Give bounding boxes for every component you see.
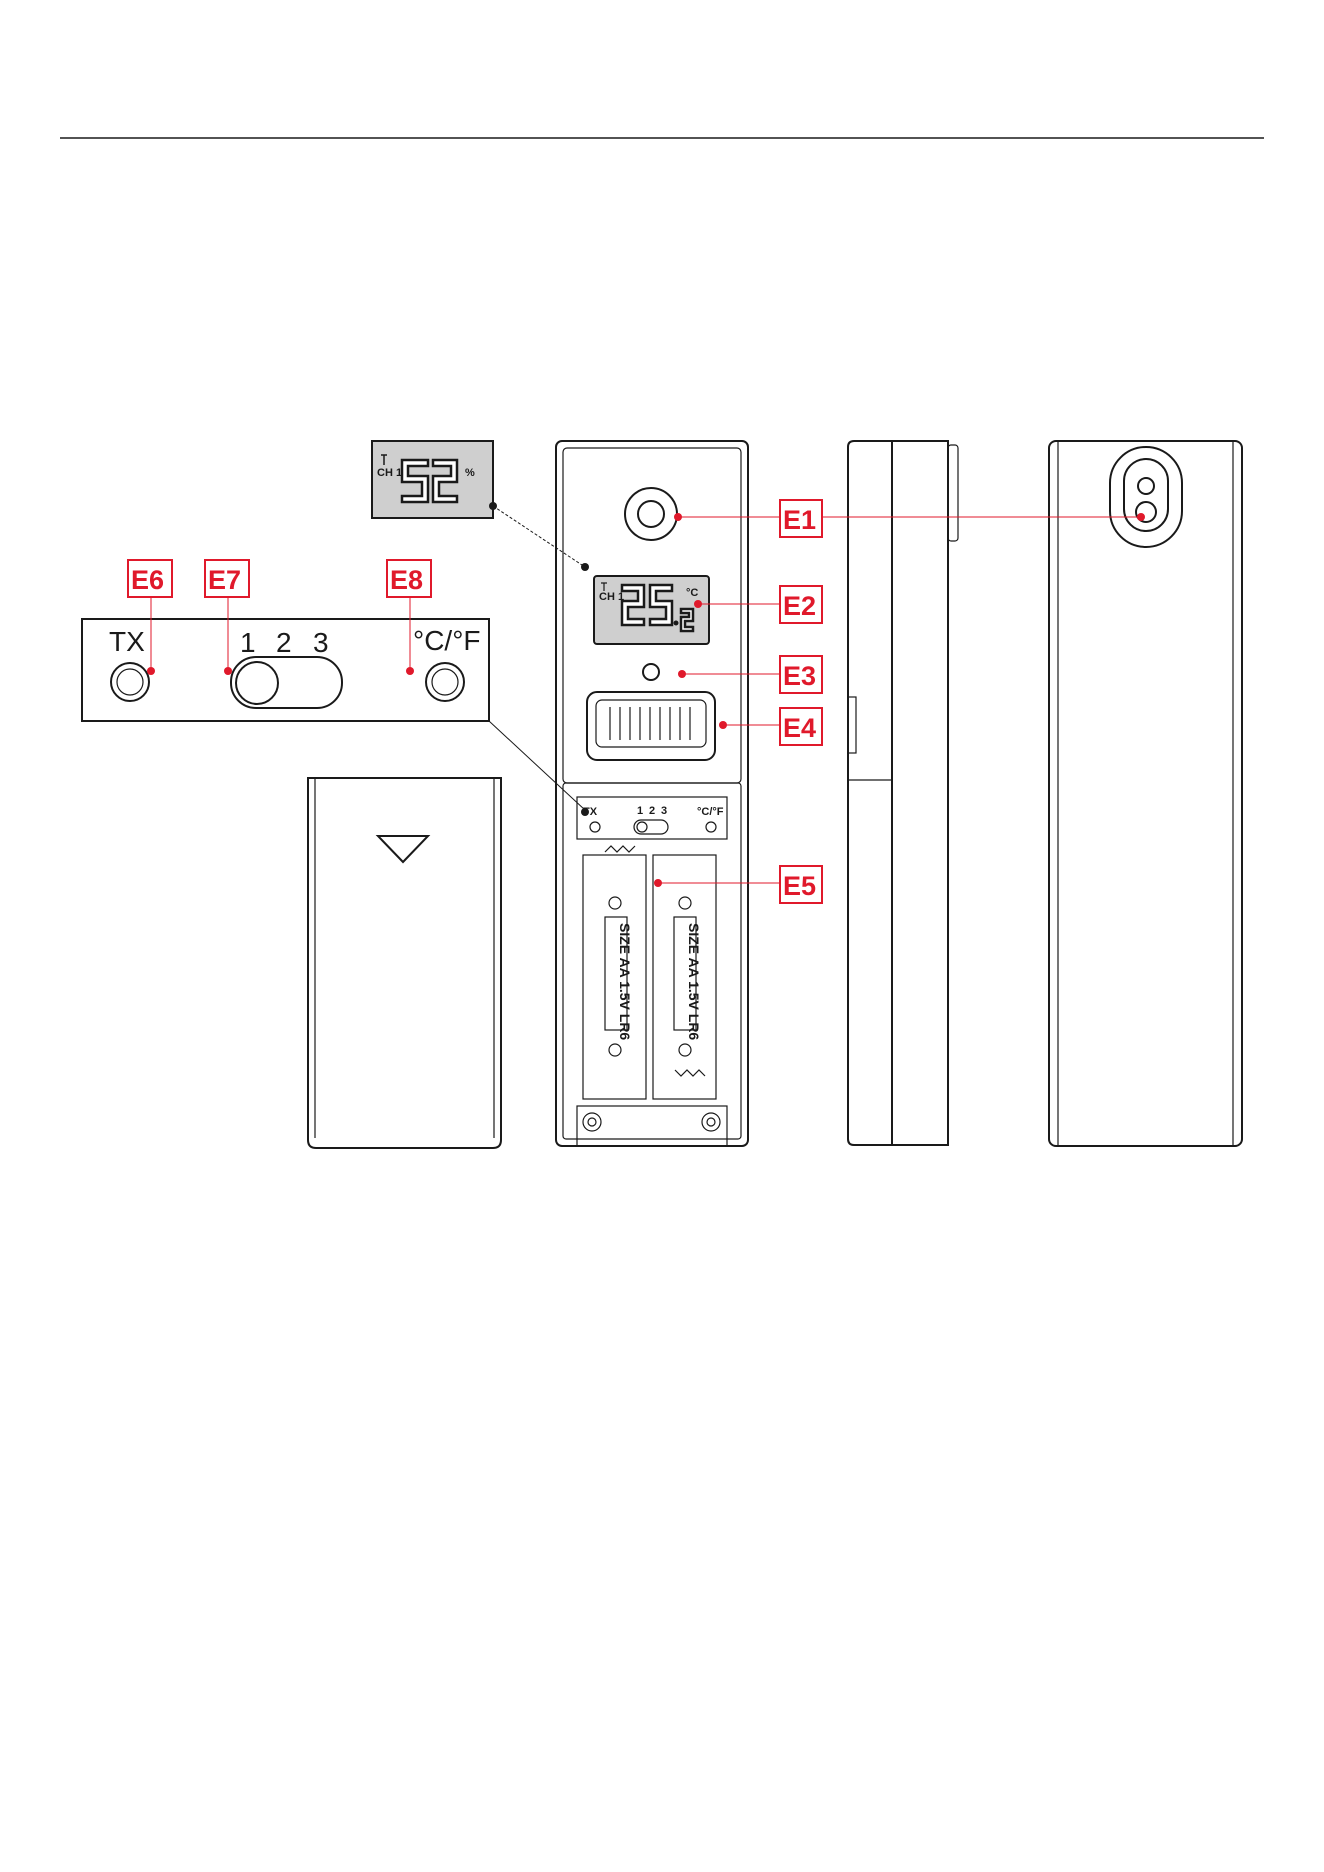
ch1-label: 1 [240,627,256,658]
temperature-display: CH 1 °C [594,576,709,644]
humidity-unit: % [465,467,475,479]
unit-label: °C/°F [413,625,481,656]
channel-switch-knob[interactable] [236,662,278,704]
battery-right: SIZE AA 1.5V LR6 [653,855,716,1099]
callout-e1: E1 [674,500,1145,537]
switch-panel: TX 1 2 3 °C/°F [82,619,489,721]
battery-right-label: SIZE AA 1.5V LR6 [686,923,702,1040]
callout-e7-label: E7 [208,565,241,595]
tx-label: TX [109,626,145,657]
callout-e3-label: E3 [783,661,816,691]
callout-e1-label: E1 [783,505,816,535]
temperature-unit: °C [686,587,698,599]
vent-grille [587,692,715,760]
humidity-leader [493,506,585,567]
battery-cover [308,778,501,1148]
small-unit-label: °C/°F [697,806,724,818]
battery-left: SIZE AA 1.5V LR6 [583,846,646,1099]
ch2-label: 2 [276,627,292,658]
side-view [848,441,958,1145]
callout-e5: E5 [654,866,822,903]
small-ch3-label: 3 [661,805,667,817]
small-ch2-label: 2 [649,805,655,817]
front-view: CH 1 °C TX [556,441,748,1146]
callout-e3: E3 [678,656,822,693]
callout-e2: E2 [694,586,822,623]
led-indicator [643,664,659,680]
battery-left-label: SIZE AA 1.5V LR6 [617,923,633,1040]
humidity-display: CH 1 % [372,441,493,518]
back-view [1049,441,1242,1146]
callout-e6-label: E6 [131,565,164,595]
callout-e5-label: E5 [783,871,816,901]
sensor-ring [625,488,677,540]
small-ch1-label: 1 [637,805,643,817]
ch3-label: 3 [313,627,329,658]
arrow-icon [378,836,428,862]
switch-panel-small: TX 1 2 3 °C/°F [577,797,727,839]
callout-e6: E6 [128,560,172,675]
panel-leader [489,721,585,810]
temperature-channel: CH 1 [599,591,624,603]
hanging-hole [1110,447,1182,547]
callout-e4: E4 [719,708,822,745]
humidity-channel: CH 1 [377,467,402,479]
callout-e4-label: E4 [783,713,816,743]
callout-e8: E8 [387,560,431,675]
callout-e8-label: E8 [390,565,423,595]
callout-e2-label: E2 [783,591,816,621]
